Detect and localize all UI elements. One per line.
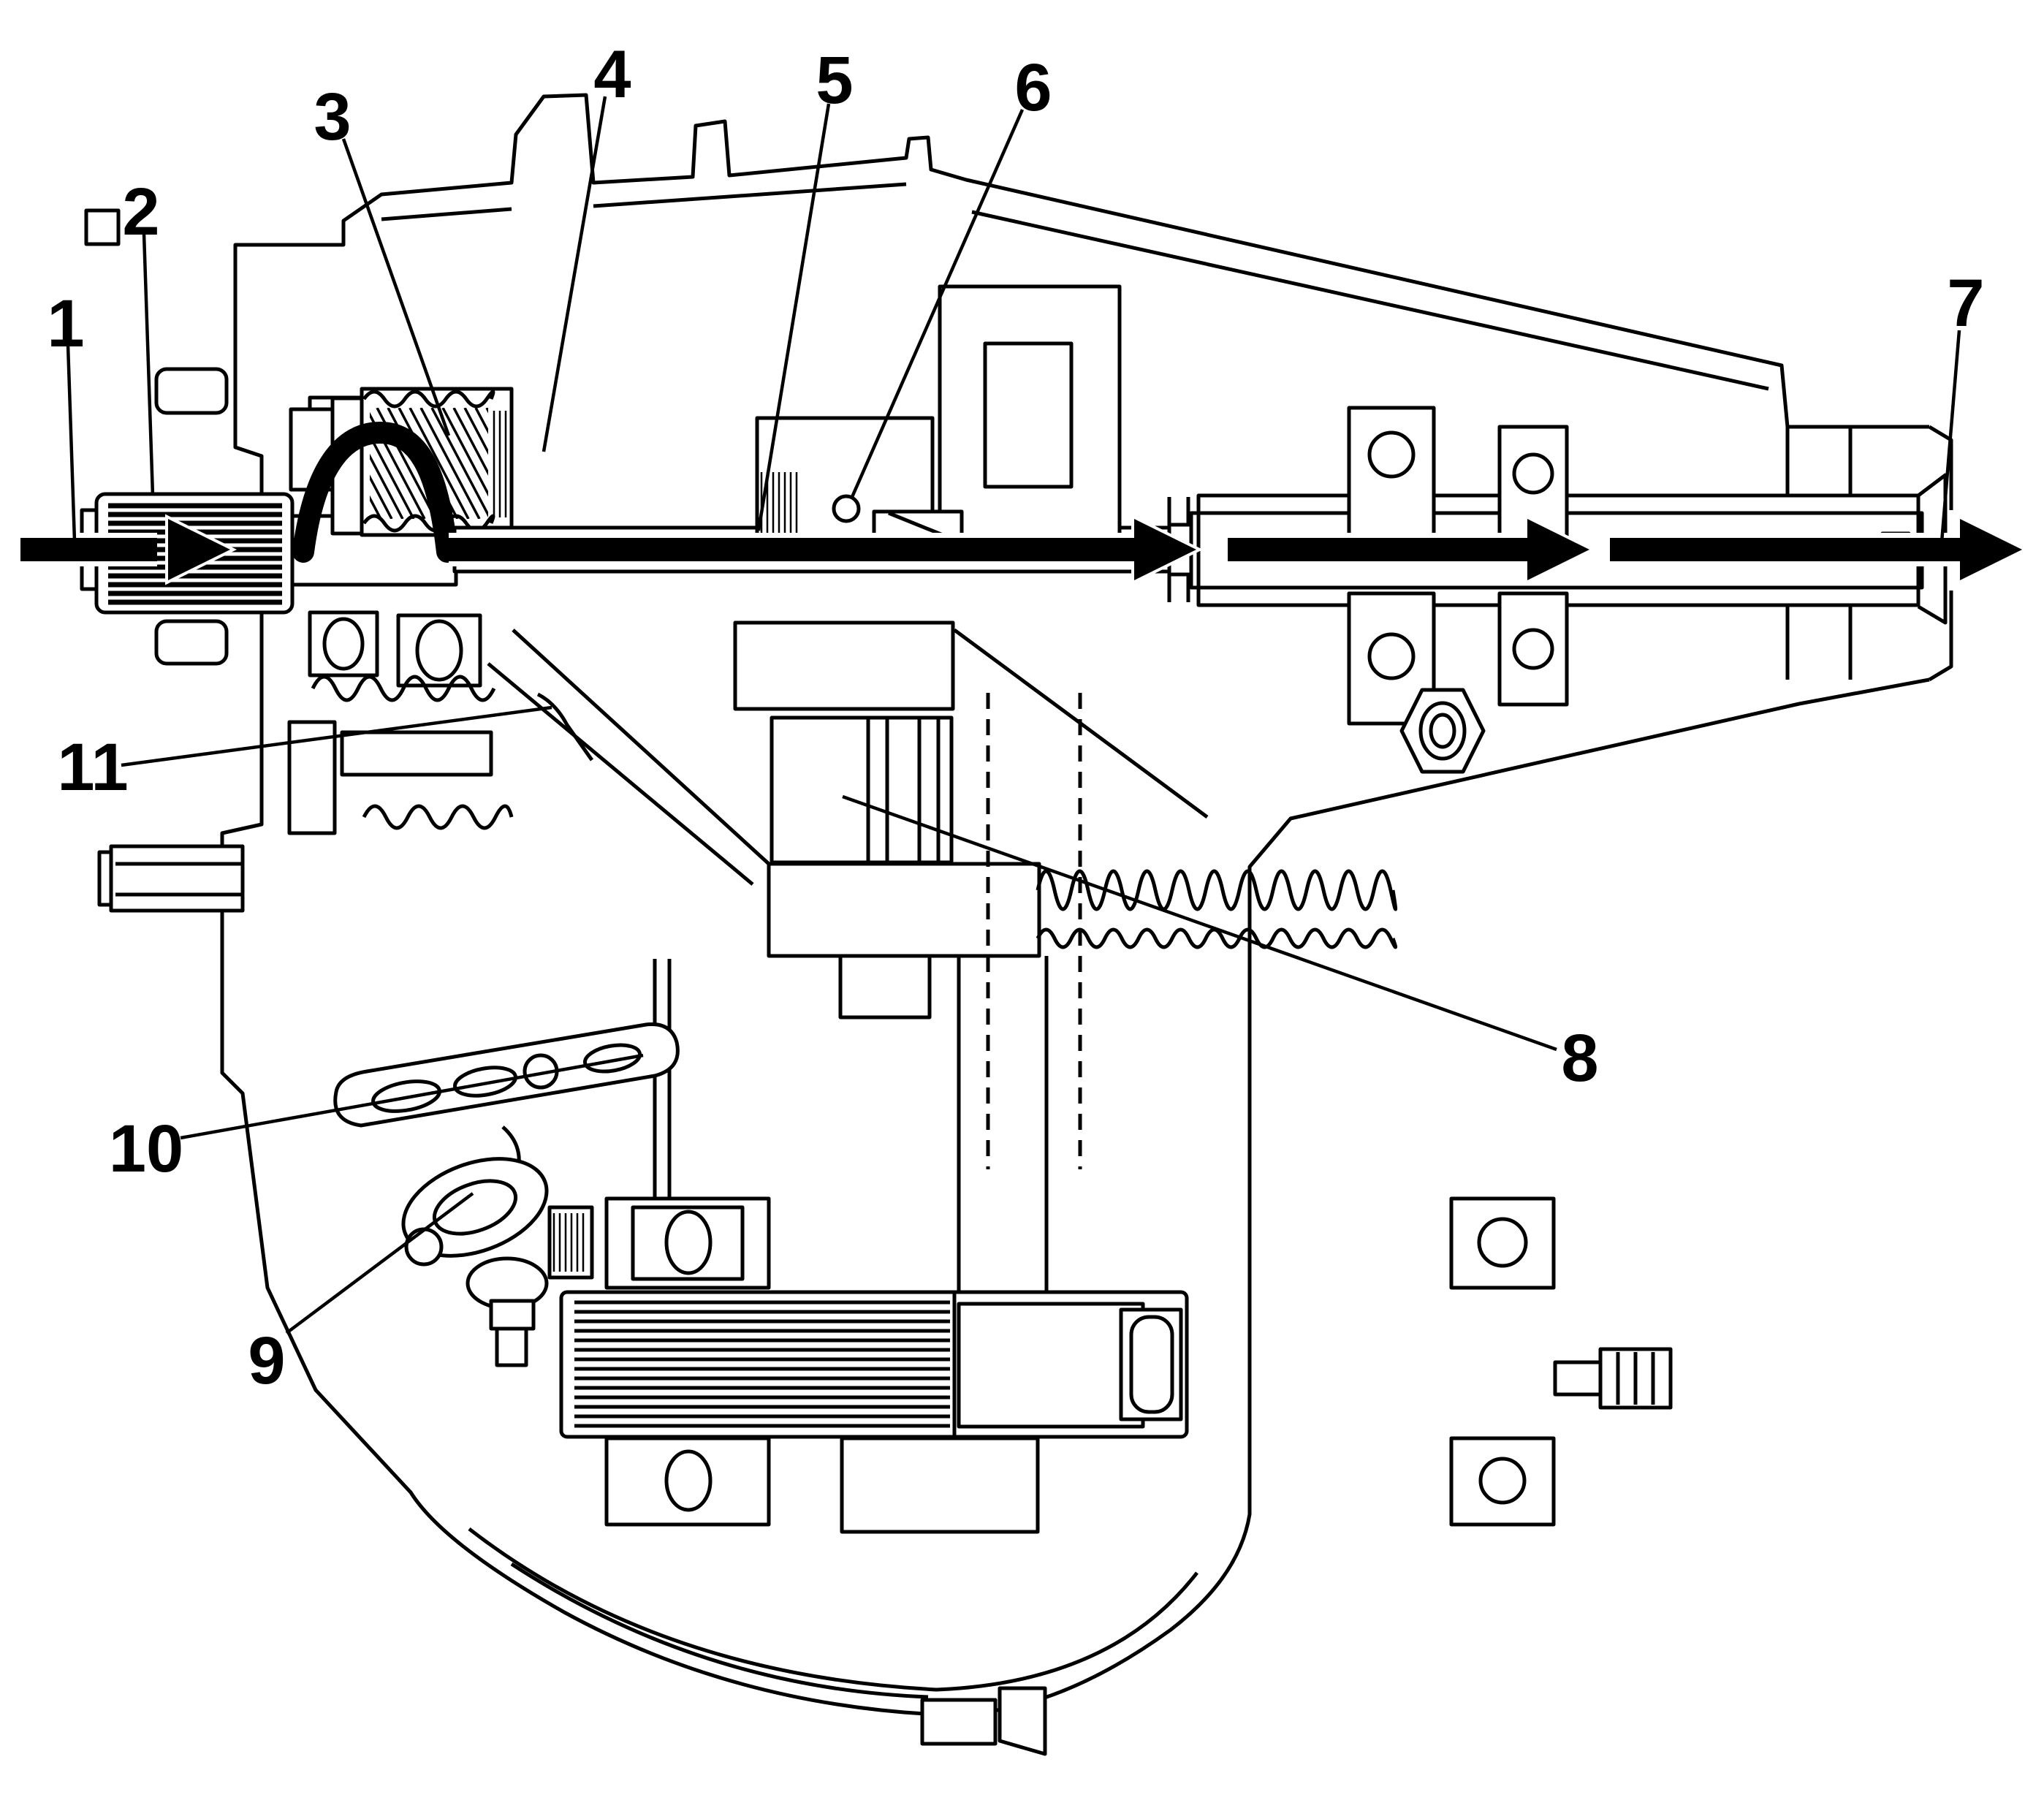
lower-gear-assembly bbox=[468, 1196, 1673, 1756]
wave-spring-lower bbox=[362, 804, 514, 830]
hub-housing-block bbox=[938, 284, 1122, 542]
case-fin bbox=[998, 1686, 1047, 1756]
flow-arrow-mainshaft-front bbox=[449, 514, 1204, 585]
callout-7-label: 7 bbox=[1947, 266, 1984, 341]
callout-9-label: 9 bbox=[248, 1324, 285, 1398]
rear-bearings bbox=[1347, 406, 1569, 774]
pivot-hex bbox=[489, 1299, 536, 1331]
callout-8: 8 bbox=[842, 794, 1599, 1096]
range-hub-assembly bbox=[755, 284, 1122, 543]
callout-7: 7 bbox=[1939, 266, 1985, 543]
callout-6-leader bbox=[850, 109, 1025, 498]
callout-1-leader bbox=[66, 344, 77, 542]
callout-2-label: 2 bbox=[122, 175, 159, 249]
callout-9: 9 bbox=[248, 1192, 474, 1398]
detent-ball bbox=[832, 494, 861, 523]
shift-collar bbox=[767, 862, 1041, 958]
callout-3: 3 bbox=[314, 80, 451, 436]
detent-plunger bbox=[401, 1157, 549, 1367]
callout-1: 1 bbox=[47, 286, 85, 542]
callout-4: 4 bbox=[542, 37, 631, 452]
shift-detent-lever bbox=[333, 1022, 680, 1179]
drain-plug bbox=[920, 1698, 998, 1746]
front-stub-shaft bbox=[109, 844, 245, 913]
sync-sleeve bbox=[733, 620, 955, 711]
callout-11-label: 11 bbox=[57, 730, 128, 805]
clutch-plate-comb bbox=[493, 411, 513, 517]
callout-9-leader bbox=[285, 1192, 474, 1334]
shaft-nut bbox=[1399, 688, 1486, 774]
power-flow-feed-curve bbox=[292, 421, 458, 563]
clutch-wave-spring-top bbox=[362, 390, 495, 409]
callout-3-label: 3 bbox=[314, 80, 351, 154]
callout-2-leader bbox=[142, 233, 155, 496]
callout-8-label: 8 bbox=[1561, 1021, 1598, 1096]
callout-7-leader bbox=[1939, 330, 1961, 543]
callout-4-leader bbox=[542, 96, 607, 452]
fork-spring-coil-bottom bbox=[1036, 927, 1398, 949]
synchronizer-fork bbox=[487, 620, 1398, 1292]
callout-4-label: 4 bbox=[593, 37, 631, 112]
front-bolt-lower bbox=[154, 619, 229, 666]
callout-10: 10 bbox=[109, 1053, 644, 1186]
callout-5-label: 5 bbox=[816, 43, 853, 118]
callout-3-leader bbox=[341, 138, 451, 436]
flow-arrow-mainshaft-output bbox=[1610, 514, 2029, 585]
lower-seal-comb bbox=[552, 1213, 585, 1272]
callout-1-label: 1 bbox=[47, 286, 84, 361]
callout-10-label: 10 bbox=[109, 1112, 183, 1186]
hub-housing-notch bbox=[983, 341, 1074, 489]
lever-plate bbox=[333, 1022, 680, 1128]
front-bolt-upper bbox=[154, 367, 229, 415]
case-housing bbox=[84, 93, 1953, 1717]
pivot-ball bbox=[404, 1227, 444, 1267]
callout-10-leader bbox=[180, 1053, 644, 1140]
front-bearing-lower bbox=[308, 610, 379, 677]
side-bolt-shank bbox=[1553, 1360, 1603, 1397]
callout-6: 6 bbox=[850, 50, 1052, 498]
callout-5-leader bbox=[756, 103, 831, 531]
power-flow-layer bbox=[20, 421, 2029, 585]
callout-11: 11 bbox=[57, 705, 552, 805]
wave-spring-upper bbox=[311, 675, 496, 702]
hub-corner bbox=[536, 692, 594, 762]
callout-layer: 12 3 4 5 6 7 8 9 10 11 bbox=[47, 37, 1984, 1398]
front-case-tab bbox=[84, 208, 121, 246]
drum-spline-ribs bbox=[574, 1300, 950, 1428]
callout-5: 5 bbox=[756, 43, 854, 531]
callout-6-label: 6 bbox=[1014, 50, 1052, 125]
callout-8-leader bbox=[842, 794, 1557, 1052]
flow-arrow-mainshaft-mid bbox=[1228, 514, 1597, 585]
callout-11-leader bbox=[121, 705, 552, 767]
flow-arrow-input bbox=[20, 514, 238, 585]
callout-2: 2 bbox=[122, 175, 160, 496]
fork-spring-coil-top bbox=[1036, 869, 1398, 911]
